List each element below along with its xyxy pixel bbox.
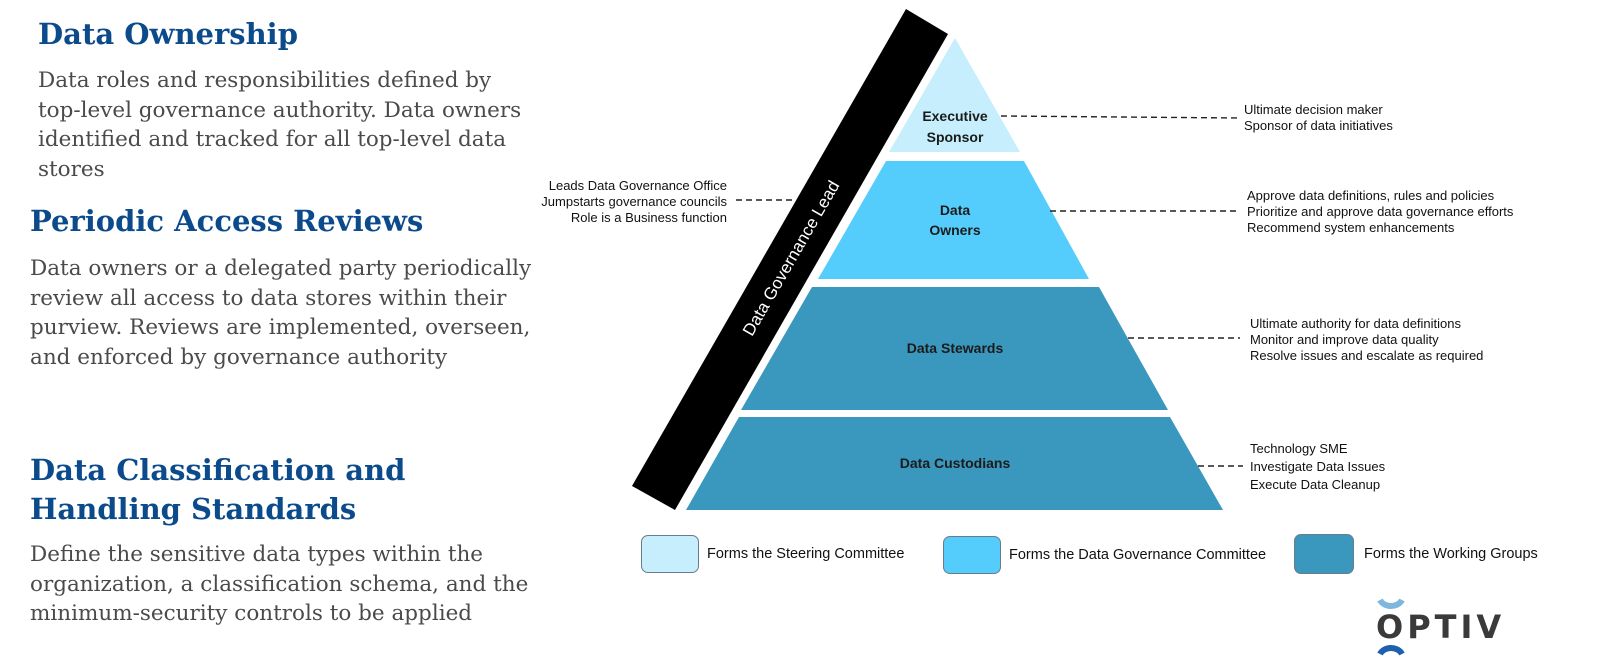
legend-swatch-steering (641, 535, 699, 573)
stewards-notes: Ultimate authority for data definitions … (1250, 316, 1483, 364)
lead-notes: Leads Data Governance Office Jumpstarts … (541, 178, 727, 226)
section-title-periodic-access-reviews: Periodic Access Reviews (30, 204, 424, 238)
section-body-data-classification: Define the sensitive data types within t… (30, 542, 529, 626)
tier-label-stewards: Data Stewards (907, 340, 1004, 356)
custodians-notes: Technology SME Investigate Data Issues E… (1250, 440, 1385, 494)
executive-note: Sponsor of data initiatives (1244, 118, 1393, 133)
lead-note: Leads Data Governance Office (548, 178, 727, 193)
legend-item-governance: Forms the Data Governance Committee (943, 536, 1266, 574)
legend-swatch-working (1294, 534, 1354, 574)
owners-note: Prioritize and approve data governance e… (1247, 204, 1514, 219)
custodians-note: Investigate Data Issues (1250, 459, 1386, 474)
stewards-note: Ultimate authority for data definitions (1250, 316, 1461, 331)
section-title-data-ownership: Data Ownership (38, 17, 298, 51)
legend-label-working: Forms the Working Groups (1364, 546, 1538, 562)
governance-lead-band (632, 9, 948, 510)
section-body-data-ownership: Data roles and responsibilities defined … (38, 68, 522, 182)
tier-label-owners-line2: Owners (929, 222, 981, 238)
lead-note: Jumpstarts governance councils (541, 194, 727, 209)
stewards-note: Resolve issues and escalate as required (1250, 348, 1484, 363)
tier-executive-sponsor (889, 38, 1020, 152)
lead-note: Role is a Business function (570, 210, 727, 225)
legend-label-steering: Forms the Steering Committee (707, 546, 905, 562)
tier-data-stewards (741, 287, 1168, 410)
tier-label-executive-line1: Executive (922, 108, 988, 124)
executive-note: Ultimate decision maker (1244, 102, 1383, 117)
optiv-logo: OPTIV (1376, 598, 1516, 666)
logo-arcs-icon (1377, 598, 1405, 656)
tier-label-executive-line2: Sponsor (927, 129, 984, 145)
connector-executive (1000, 115, 1241, 119)
section-body-periodic-access-reviews: Data owners or a delegated party periodi… (30, 256, 532, 370)
stewards-note: Monitor and improve data quality (1250, 332, 1439, 347)
tier-label-owners-line1: Data (940, 202, 971, 218)
legend-label-governance: Forms the Data Governance Committee (1009, 547, 1267, 563)
tier-label-custodians: Data Custodians (900, 455, 1011, 471)
section-title-data-classification: Data Classification and Handling Standar… (30, 453, 406, 526)
executive-notes: Ultimate decision maker Sponsor of data … (1244, 102, 1393, 134)
tier-data-owners (818, 161, 1089, 279)
tier-data-custodians (686, 417, 1223, 510)
custodians-note: Technology SME (1250, 441, 1348, 456)
legend-item-working: Forms the Working Groups (1294, 534, 1538, 574)
logo-text: OPTIV (1376, 608, 1506, 646)
legend-swatch-governance (943, 536, 1001, 574)
owners-note: Approve data definitions, rules and poli… (1247, 188, 1495, 203)
owners-notes: Approve data definitions, rules and poli… (1247, 188, 1513, 236)
legend-item-steering: Forms the Steering Committee (641, 535, 904, 573)
custodians-note: Execute Data Cleanup (1250, 477, 1381, 492)
owners-note: Recommend system enhancements (1247, 220, 1455, 235)
